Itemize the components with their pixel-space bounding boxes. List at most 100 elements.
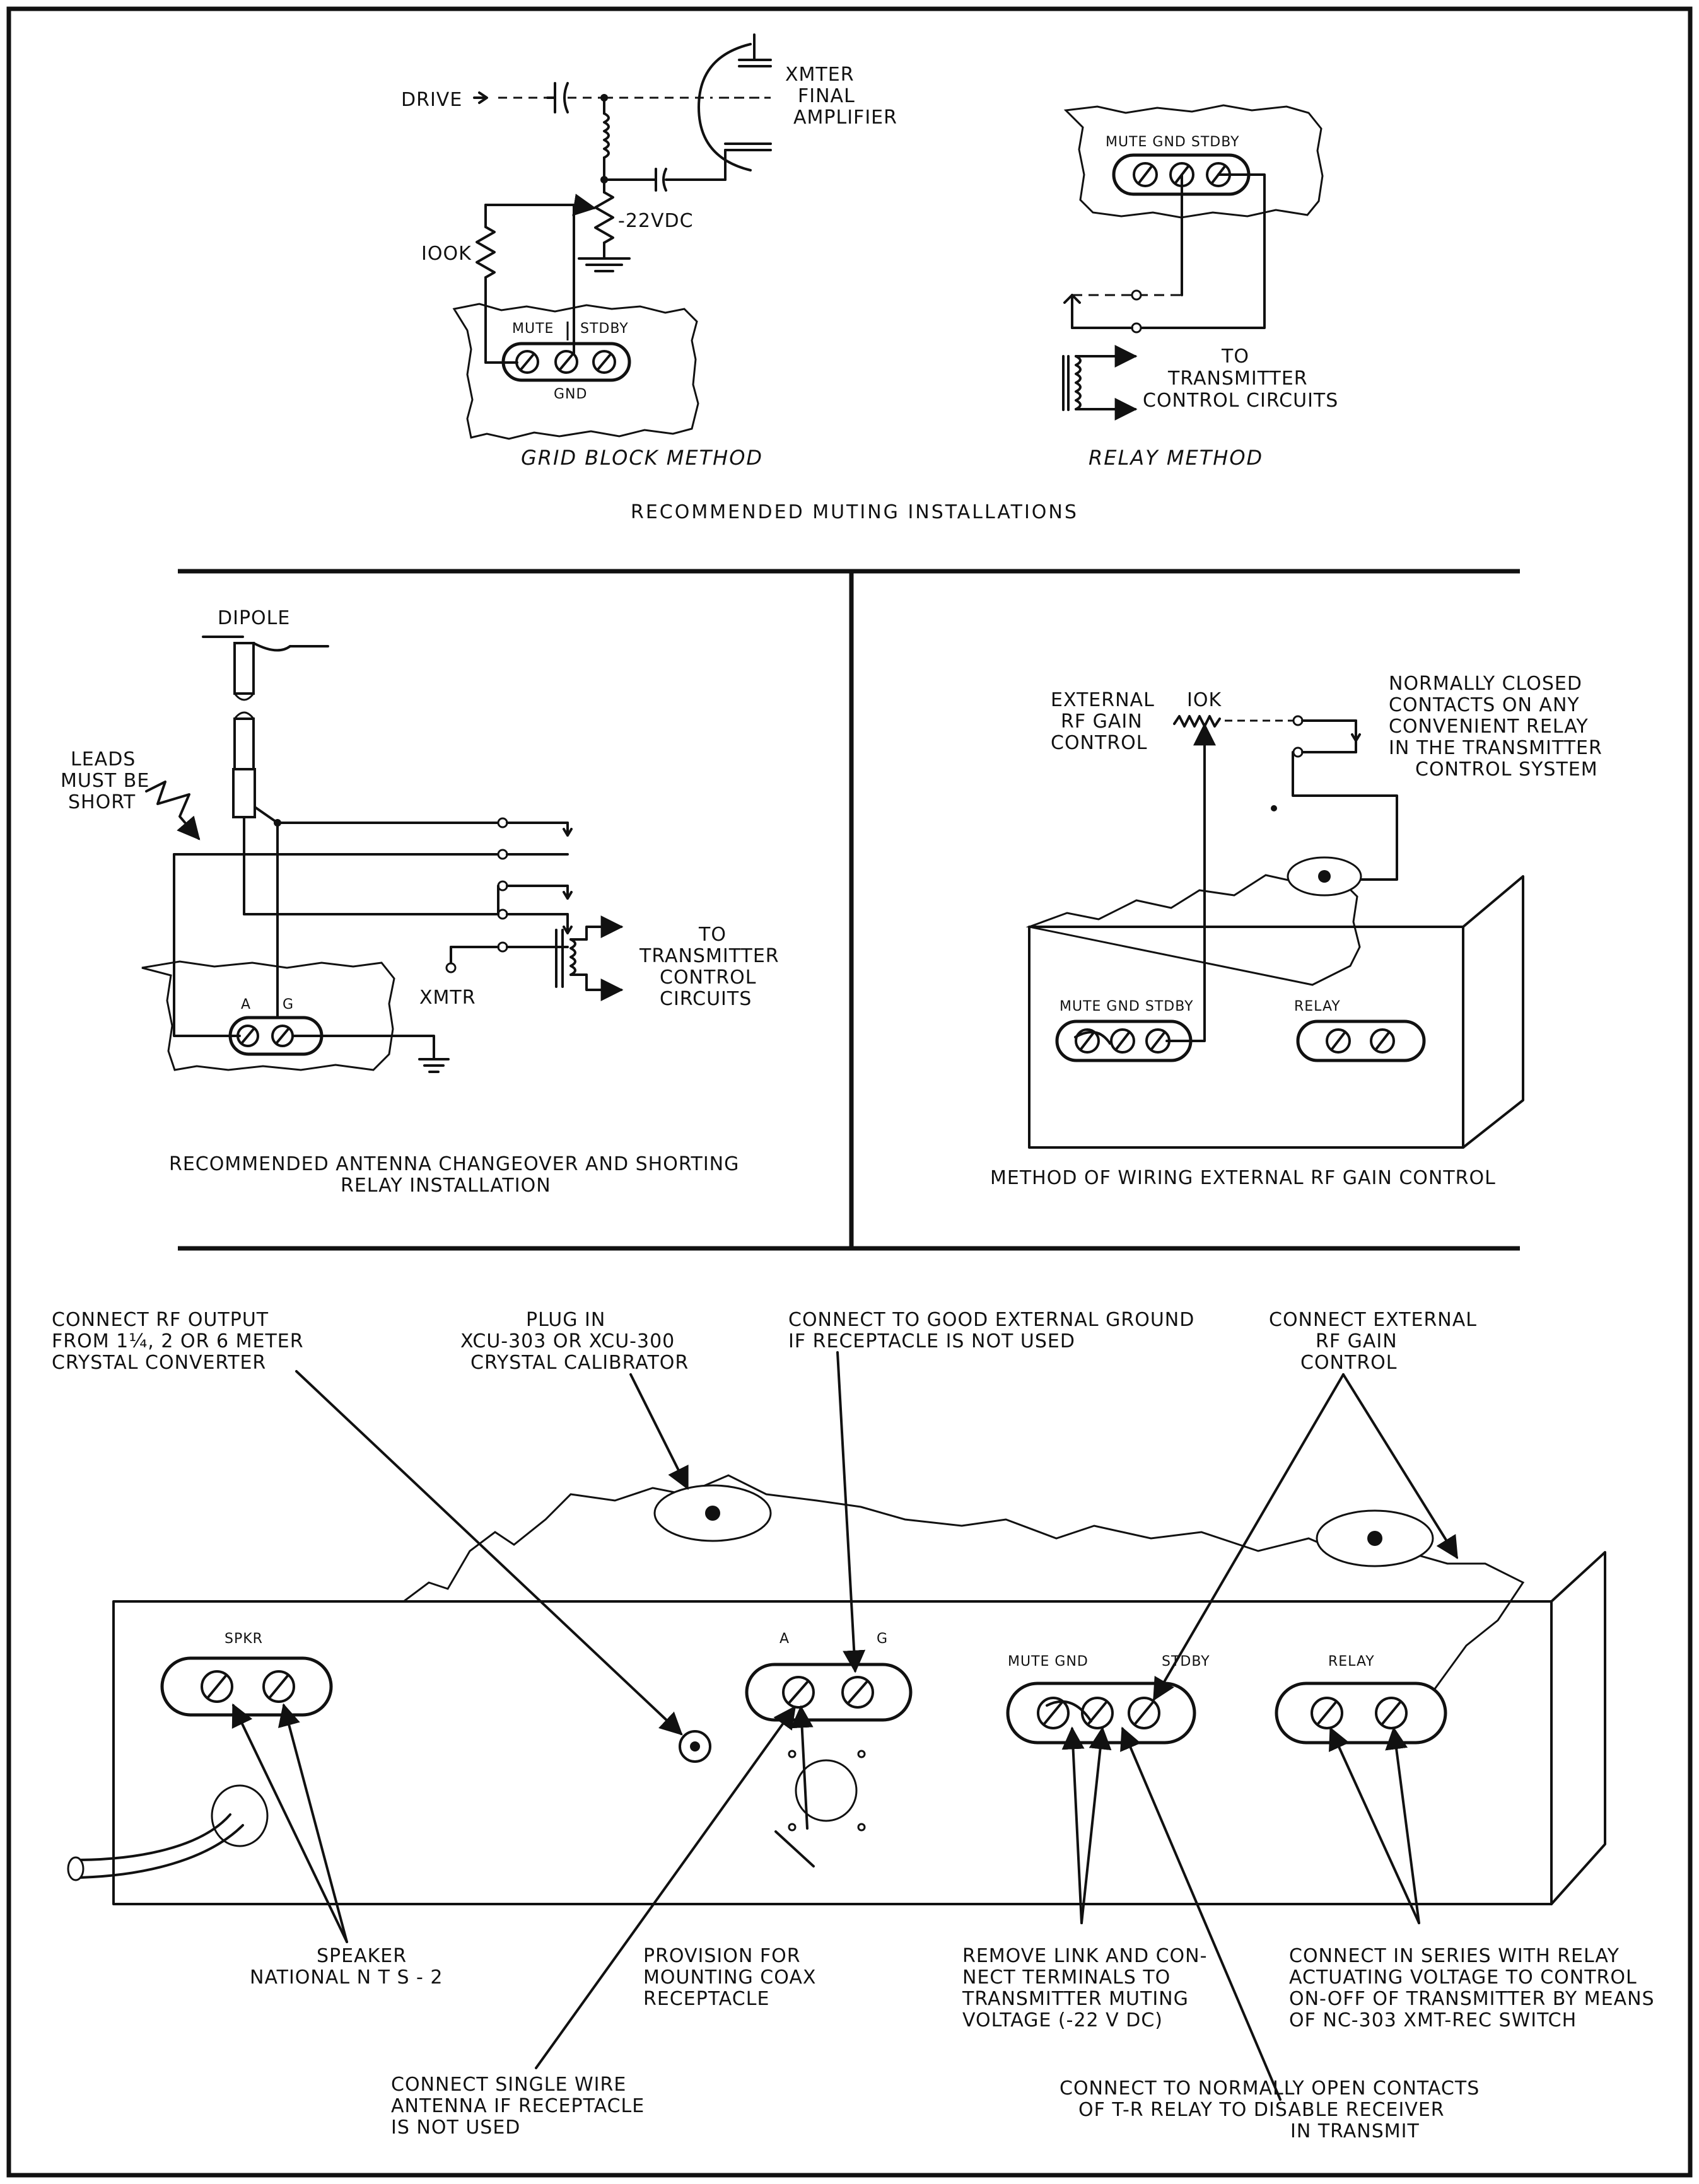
receiver-rear-face [112,1600,1553,1905]
rf-gain-pot [1173,715,1221,728]
series-3: ON-OFF OF TRANSMITTER BY MEANS [1289,1988,1655,2010]
remove-link-3: TRANSMITTER MUTING [962,1988,1189,2010]
muting-title: RECOMMENDED MUTING INSTALLATIONS [631,501,1078,523]
rf-relay-label: RELAY [1294,999,1341,1014]
remove-link-2: NECT TERMINALS TO [962,1966,1171,1989]
rf-output-3: CRYSTAL CONVERTER [52,1352,266,1374]
antenna-to-2: TRANSMITTER [639,945,779,967]
relay-chassis [1063,104,1324,219]
contacts-5: CONTROL SYSTEM [1415,758,1598,781]
mute-link [1046,1700,1092,1722]
resistor-label: IOOK [421,243,472,265]
relay-to-label-3: CONTROL CIRCUITS [1143,390,1338,412]
leads-arrow [145,781,201,840]
coax-mount-hole [795,1759,858,1822]
provision-3: RECEPTACLE [643,1988,769,2010]
normally-open-3: IN TRANSMIT [1290,2120,1420,2142]
antenna-title-2: RELAY INSTALLATION [341,1175,551,1197]
power-cord [74,1813,231,1861]
rear-stdby-label: STDBY [1162,1654,1210,1670]
provision-1: PROVISION FOR [643,1945,801,1967]
page-border [6,6,1693,2178]
single-wire-3: IS NOT USED [391,2117,520,2139]
ext-rf-note-3: CONTROL [1300,1352,1398,1374]
single-wire-1: CONNECT SINGLE WIRE [391,2074,626,2096]
provision-2: MOUNTING COAX [643,1966,816,1989]
relay-method: MUTE GND STDBY TO TRANSMITTER CONTROL CI… [1062,104,1338,470]
ext-rf-3: CONTROL [1051,732,1148,754]
rf-gain-title: METHOD OF WIRING EXTERNAL RF GAIN CONTRO… [990,1167,1496,1189]
ext-rf-2: RF GAIN [1061,711,1143,733]
antenna-relay-coil [569,938,576,976]
normally-open-2: OF T-R RELAY TO DISABLE RECEIVER [1078,2099,1445,2121]
rf-output-2: FROM 1¼, 2 OR 6 METER [52,1330,304,1352]
rear-panel: CONNECT RF OUTPUT FROM 1¼, 2 OR 6 METER … [52,1309,1655,2142]
grid-block-method: DRIVE XMTER FINAL AMPLIFIER [401,33,897,470]
xmtr-label: XMTR [419,987,476,1009]
series-4: OF NC-303 XMT-REC SWITCH [1289,2009,1577,2031]
contacts-2: CONTACTS ON ANY [1389,694,1580,716]
rf-resistor-label: IOK [1187,689,1222,711]
plug-in-1: PLUG IN [526,1309,605,1331]
mute-label: MUTE [512,321,554,337]
rf-terminals-label: MUTE GND STDBY [1060,999,1194,1014]
antenna-title-1: RECOMMENDED ANTENNA CHANGEOVER AND SHORT… [169,1153,739,1175]
rear-a-label: A [779,1631,790,1647]
remove-link-4: VOLTAGE (-22 V DC) [962,2009,1163,2031]
drive-arrow [473,91,488,104]
speaker-1: SPEAKER [317,1945,407,1967]
leads-label-2: MUST BE [61,770,149,792]
drive-label: DRIVE [401,89,462,111]
plug-in-2: XCU-303 OR XCU-300 [460,1330,675,1352]
remove-link-1: REMOVE LINK AND CON- [962,1945,1207,1967]
dipole-label: DIPOLE [218,607,290,629]
antenna-to-3: CONTROL [660,967,757,989]
contacts-4: IN THE TRANSMITTER [1389,737,1603,759]
power-cord-grommet [211,1784,269,1847]
leads-label-1: LEADS [71,748,136,770]
series-1: CONNECT IN SERIES WITH RELAY [1289,1945,1620,1967]
stdby-label: STDBY [580,321,629,337]
ext-rf-note-1: CONNECT EXTERNAL [1269,1309,1477,1331]
rf-relay-strip [1296,1019,1426,1062]
resistor-100k [476,226,496,279]
relay-to-label-1: TO [1221,346,1249,368]
spkr-terminal-strip [160,1656,333,1717]
rf-output-1: CONNECT RF OUTPUT [52,1309,269,1331]
final-amplifier-tube [698,43,752,171]
single-wire-2: ANTENNA IF RECEPTACLE [391,2095,645,2117]
antenna-ground-strip [745,1663,913,1722]
relay-to-label-2: TRANSMITTER [1167,368,1308,390]
rear-relay-label: RELAY [1328,1654,1375,1670]
ext-rf-note-2: RF GAIN [1316,1330,1398,1352]
antenna-a-label: A [241,997,251,1013]
antenna-chassis [141,960,395,1071]
ground-2: IF RECEPTACLE IS NOT USED [788,1330,1075,1352]
coax-cable [233,642,255,695]
rear-g-label: G [877,1631,888,1647]
bias-potentiometer [594,191,614,244]
voltage-label: -22VDC [618,210,694,232]
grid-block-caption: GRID BLOCK METHOD [521,446,763,470]
xmter-label-3: AMPLIFIER [793,107,897,129]
relay-terminal-strip-rear [1275,1682,1447,1745]
xmter-label-1: XMTER [785,64,855,86]
relay-coil [1075,355,1082,410]
receiver-top [403,1474,1525,1716]
normally-open-1: CONNECT TO NORMALLY OPEN CONTACTS [1060,2077,1480,2100]
relay-terminals-label: MUTE GND STDBY [1106,134,1240,150]
antenna-changeover: DIPOLE XMTR [61,607,779,1197]
spkr-label: SPKR [225,1631,263,1647]
antenna-to-1: TO [698,924,727,946]
speaker-2: NATIONAL N T S - 2 [250,1966,443,1989]
ground-1: CONNECT TO GOOD EXTERNAL GROUND [788,1309,1194,1331]
plug-in-3: CRYSTAL CALIBRATOR [470,1352,689,1374]
leads-label-3: SHORT [68,791,136,813]
mute-gnd-label: MUTE GND [1008,1654,1089,1670]
xmter-label-2: FINAL [798,85,855,107]
gnd-label: GND [554,386,587,402]
contacts-3: CONVENIENT RELAY [1389,716,1589,738]
antenna-to-4: CIRCUITS [660,988,752,1010]
